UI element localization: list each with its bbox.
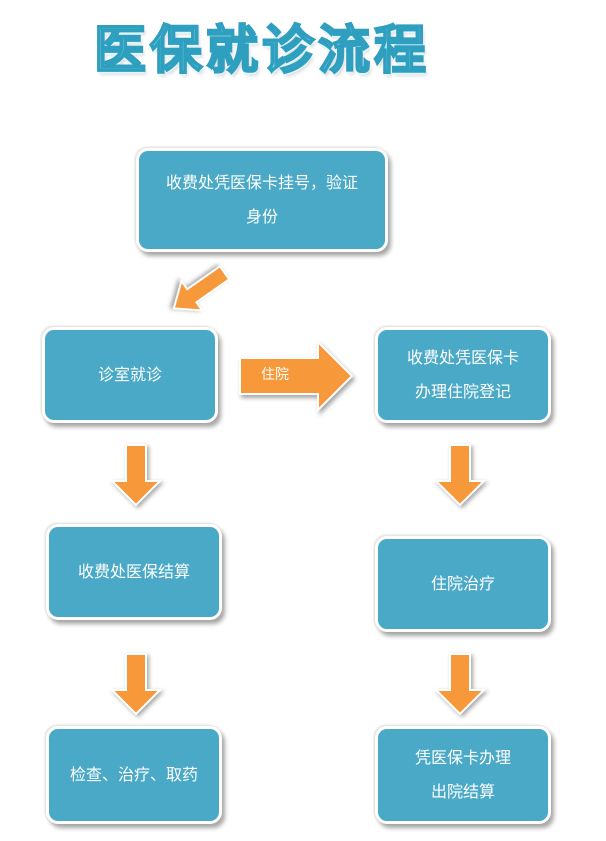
arrow-treatment-to-discharge: [433, 653, 487, 716]
step-exam-label: 检查、治疗、取药: [69, 765, 198, 784]
step-consult-label: 诊室就诊: [97, 365, 162, 384]
step-inpatient-registration-line1: 收费处凭医保卡: [406, 348, 519, 367]
arrow-registration-to-treatment: [433, 444, 487, 507]
step-inpatient-registration-box: 收费处凭医保卡 办理住院登记: [375, 327, 551, 423]
step-treatment-label: 住院治疗: [430, 574, 495, 593]
step-settlement-box: 收费处医保结算: [46, 524, 222, 620]
arrow-register-to-consult: [172, 264, 231, 312]
step-consult-box: 诊室就诊: [42, 327, 218, 423]
arrow-hospitalize: [239, 339, 354, 413]
step-discharge-box: 凭医保卡办理 出院结算: [375, 726, 551, 824]
step-discharge-line2: 出院结算: [430, 782, 495, 801]
step-inpatient-registration-line2: 办理住院登记: [414, 382, 511, 401]
arrow-settle-to-exam: [109, 653, 163, 716]
step-register-line2: 身份: [245, 207, 278, 226]
page-title: 医保就诊流程: [93, 20, 431, 82]
step-settlement-label: 收费处医保结算: [77, 562, 190, 581]
step-exam-box: 检查、治疗、取药: [46, 726, 222, 824]
arrow-consult-to-settle: [109, 444, 163, 507]
step-register-line1: 收费处凭医保卡挂号，验证: [165, 173, 358, 192]
step-register-box: 收费处凭医保卡挂号，验证 身份: [136, 148, 388, 252]
arrow-hospitalize-label: 住院: [261, 367, 289, 383]
step-treatment-box: 住院治疗: [375, 536, 551, 632]
step-discharge-line1: 凭医保卡办理: [414, 748, 511, 767]
